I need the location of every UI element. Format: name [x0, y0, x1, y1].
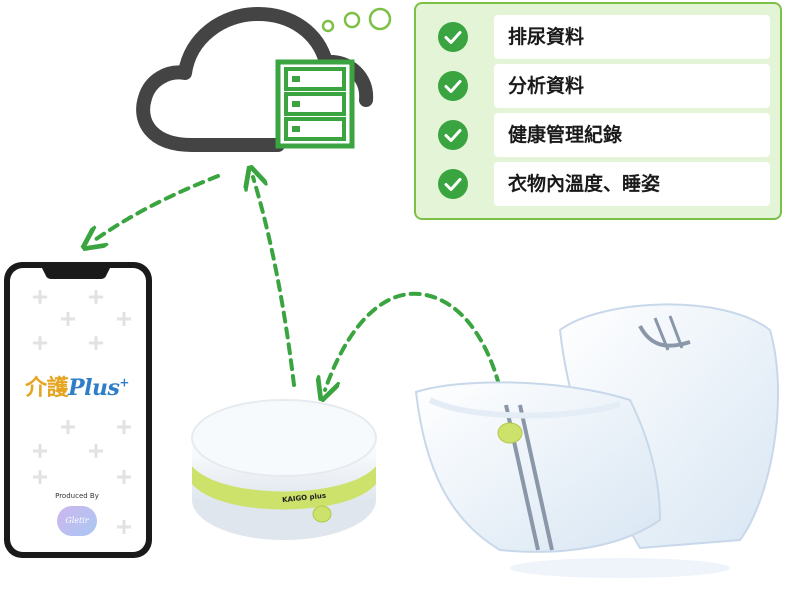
- feature-item: 分析資料: [430, 64, 770, 108]
- phone-app-logo: 介護Plus+: [14, 370, 140, 402]
- arrow-cloud-to-phone: [92, 174, 220, 242]
- sensor-device: [191, 399, 377, 540]
- arrow-sensor-to-device: [325, 291, 510, 434]
- app-logo-kanji: 介護: [25, 375, 69, 401]
- feature-label: 衣物內溫度、睡姿: [494, 162, 770, 206]
- check-circle-icon: [438, 22, 468, 52]
- app-logo-plus: Plus: [68, 375, 120, 401]
- app-logo: 介護Plus+: [14, 370, 140, 402]
- app-logo-sup: +: [119, 375, 129, 390]
- feature-list-panel: 排尿資料 分析資料 健康管理紀錄 衣物內溫度、睡姿: [414, 2, 782, 220]
- check-circle-icon: [438, 71, 468, 101]
- feature-label: 排尿資料: [494, 15, 770, 59]
- diaper-illustration: [414, 303, 780, 578]
- feature-item: 衣物內溫度、睡姿: [430, 162, 770, 206]
- produced-by-label: Produced By: [55, 492, 99, 500]
- check-circle-icon: [438, 120, 468, 150]
- feature-item: 排尿資料: [430, 15, 770, 59]
- bubble-dots: [321, 7, 392, 33]
- feature-item: 健康管理紀錄: [430, 113, 770, 157]
- arrow-device-to-cloud: [253, 177, 296, 387]
- feature-label: 分析資料: [494, 64, 770, 108]
- data-flow-arrows: [92, 174, 510, 434]
- feature-label: 健康管理紀錄: [494, 113, 770, 157]
- check-circle-icon: [438, 169, 468, 199]
- server-icon: [275, 59, 355, 149]
- vendor-logo: Gletir: [57, 506, 97, 536]
